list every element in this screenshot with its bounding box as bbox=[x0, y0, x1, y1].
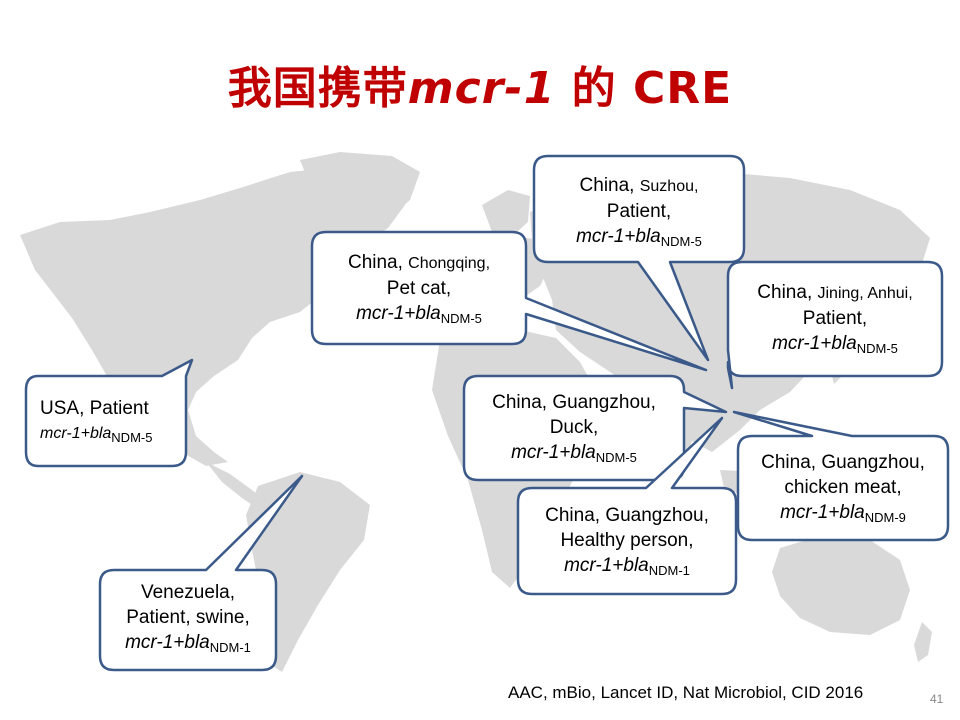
callout-gz-chicken-line2: chicken meat, bbox=[784, 477, 902, 498]
callout-venezuela-shape bbox=[98, 474, 304, 672]
callout-suzhou-line1: China, Suzhou, bbox=[534, 173, 744, 199]
new-zealand-landmass bbox=[914, 622, 932, 662]
callout-suzhou: China, Suzhou, Patient, mcr-1+blaNDM-5 bbox=[534, 173, 744, 249]
city-text: Chongqing, bbox=[408, 255, 491, 272]
callout-jining-line1: China, Jining, Anhui, bbox=[728, 280, 942, 306]
callout-gz-duck: China, Guangzhou, Duck, mcr-1+blaNDM-5 bbox=[464, 390, 684, 465]
gene-subscript: NDM-1 bbox=[648, 563, 690, 578]
callout-jining-shape bbox=[726, 260, 944, 390]
callout-chongqing-gene: mcr-1+blaNDM-5 bbox=[312, 301, 526, 326]
callout-gz-chicken-gene: mcr-1+blaNDM-9 bbox=[738, 500, 948, 525]
title-gene: mcr-1 bbox=[407, 63, 556, 114]
gene-subscript: NDM-5 bbox=[595, 450, 637, 465]
callout-gz-chicken: China, Guangzhou, chicken meat, mcr-1+bl… bbox=[738, 450, 948, 525]
callout-gz-chicken-shape bbox=[732, 410, 950, 542]
callout-venezuela: Venezuela, Patient, swine, mcr-1+blaNDM-… bbox=[100, 580, 276, 655]
callout-gz-healthy-line2: Healthy person, bbox=[560, 530, 694, 551]
callout-usa-line1: USA, Patient bbox=[40, 398, 149, 419]
scandinavia-landmass bbox=[482, 190, 530, 238]
callout-venezuela-line1: Venezuela, bbox=[140, 582, 236, 603]
callout-chongqing-line2: Pet cat, bbox=[386, 278, 452, 299]
callout-gz-healthy-line1: China, Guangzhou, bbox=[545, 505, 709, 526]
callout-suzhou-gene: mcr-1+blaNDM-5 bbox=[534, 224, 744, 249]
gene-text: mcr-1+bla bbox=[576, 226, 661, 247]
country-text: China, bbox=[579, 175, 635, 196]
callout-suzhou-shape bbox=[532, 154, 746, 362]
source-citation: AAC, mBio, Lancet ID, Nat Microbiol, CID… bbox=[508, 683, 864, 702]
callout-gz-healthy-shape bbox=[516, 416, 738, 596]
callout-usa-shape bbox=[24, 358, 194, 468]
callout-jining-line2: Patient, bbox=[802, 308, 868, 329]
callout-suzhou-line2: Patient, bbox=[606, 201, 672, 222]
country-text: China, bbox=[347, 252, 403, 273]
country-text: China, bbox=[757, 282, 813, 303]
callout-jining-gene: mcr-1+blaNDM-5 bbox=[728, 331, 942, 356]
gene-text: mcr-1+bla bbox=[772, 333, 857, 354]
callout-gz-duck-line1: China, Guangzhou, bbox=[492, 392, 656, 413]
gene-subscript: NDM-5 bbox=[440, 311, 482, 326]
callout-chongqing: China, Chongqing, Pet cat, mcr-1+blaNDM-… bbox=[312, 250, 526, 326]
page-number: 41 bbox=[930, 692, 944, 706]
gene-subscript: NDM-5 bbox=[111, 430, 153, 445]
callout-usa-gene: mcr-1+blaNDM-5 bbox=[40, 421, 182, 446]
callout-gz-duck-gene: mcr-1+blaNDM-5 bbox=[464, 440, 684, 465]
callout-venezuela-gene: mcr-1+blaNDM-1 bbox=[100, 630, 276, 655]
australia-landmass bbox=[772, 536, 910, 635]
gene-subscript: NDM-5 bbox=[856, 341, 898, 356]
callout-venezuela-line2: Patient, swine, bbox=[126, 607, 250, 628]
title-prefix: 我国携带 bbox=[227, 63, 408, 114]
north-america-landmass bbox=[20, 168, 405, 466]
city-text: Suzhou, bbox=[639, 178, 699, 195]
gene-subscript: NDM-9 bbox=[864, 510, 906, 525]
gene-subscript: NDM-1 bbox=[209, 640, 251, 655]
gene-text: mcr-1+bla bbox=[564, 555, 649, 576]
gene-subscript: NDM-5 bbox=[660, 234, 702, 249]
gene-text: mcr-1+bla bbox=[125, 632, 210, 653]
greenland-landmass bbox=[300, 152, 420, 230]
callout-usa: USA, Patient mcr-1+blaNDM-5 bbox=[30, 396, 182, 446]
city-text: Jining, Anhui, bbox=[817, 285, 913, 302]
callout-gz-duck-line2: Duck, bbox=[549, 417, 599, 438]
callout-gz-chicken-line1: China, Guangzhou, bbox=[761, 452, 925, 473]
callout-gz-healthy: China, Guangzhou, Healthy person, mcr-1+… bbox=[518, 503, 736, 578]
callout-jining: China, Jining, Anhui, Patient, mcr-1+bla… bbox=[728, 280, 942, 356]
callout-chongqing-line1: China, Chongqing, bbox=[312, 250, 526, 276]
slide-title: 我国携带mcr-1 的 CRE bbox=[0, 52, 960, 116]
gene-text: mcr-1+bla bbox=[511, 442, 596, 463]
gene-text: mcr-1+bla bbox=[40, 425, 112, 442]
gene-text: mcr-1+bla bbox=[780, 502, 865, 523]
title-suffix: 的 CRE bbox=[555, 63, 733, 114]
callout-chongqing-shape bbox=[310, 230, 708, 372]
gene-text: mcr-1+bla bbox=[356, 303, 441, 324]
callout-gz-healthy-gene: mcr-1+blaNDM-1 bbox=[518, 553, 736, 578]
